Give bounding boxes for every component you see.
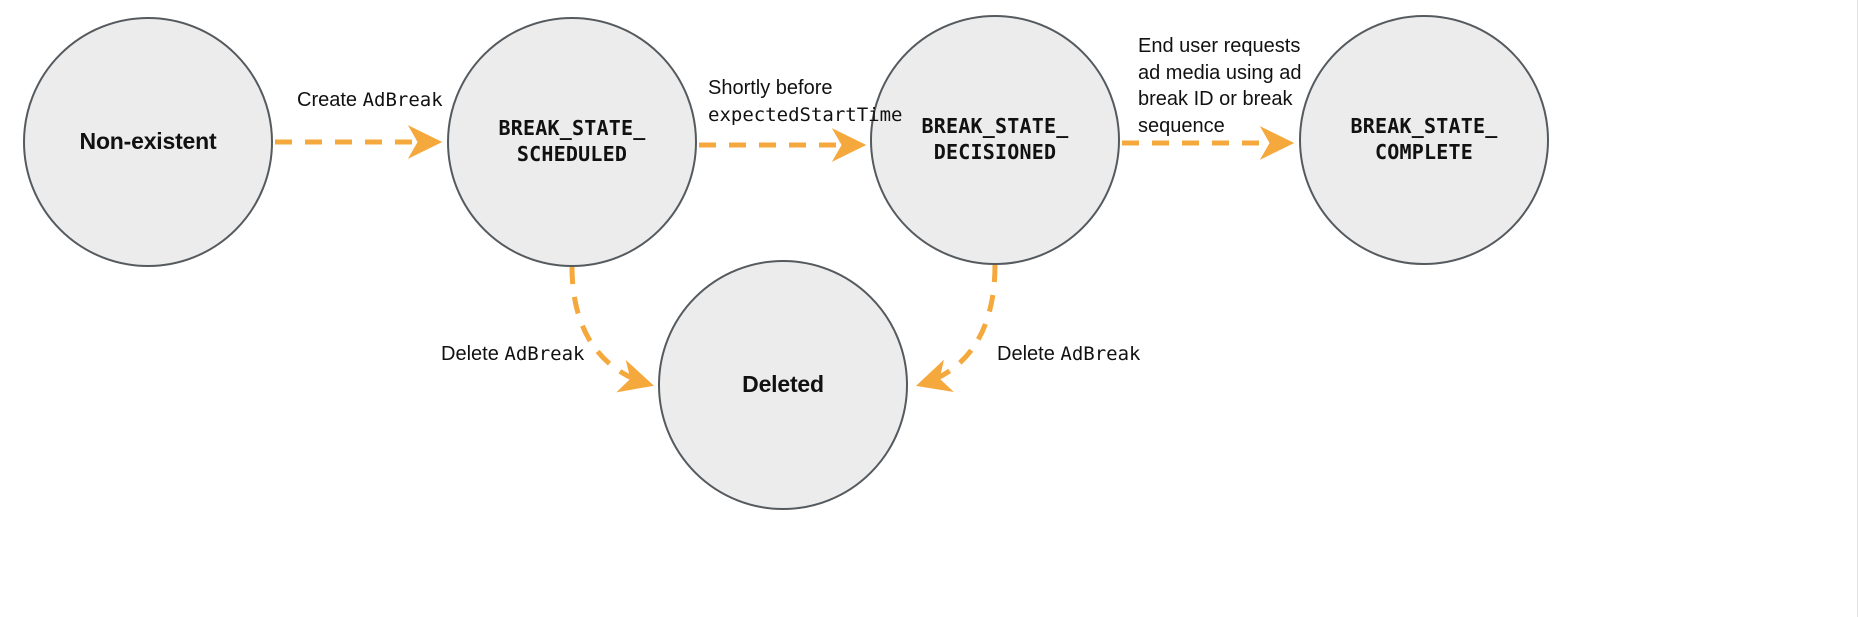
- edge-label-line-3: break ID or break: [1138, 88, 1293, 111]
- edge-label-text-sans: Delete: [997, 343, 1061, 365]
- edge-label-line-1: Shortly before: [708, 77, 833, 99]
- edge-label-text-sans: Delete: [441, 343, 505, 365]
- edge-label-line-4: sequence: [1138, 114, 1225, 137]
- state-node-label: Deleted: [742, 371, 824, 398]
- edge-label-create-adbreak: Create AdBreak: [297, 87, 443, 114]
- state-node-break-state-complete[interactable]: BREAK_STATE_ COMPLETE: [1299, 15, 1549, 265]
- edge-label-delete-from-decisioned: Delete AdBreak: [997, 341, 1140, 368]
- edge-label-delete-from-scheduled: Delete AdBreak: [441, 341, 584, 368]
- state-node-non-existent[interactable]: Non-existent: [23, 17, 273, 267]
- edge-label-line-1: End user requests: [1138, 35, 1301, 57]
- edge-label-text-sans: Create: [297, 89, 363, 111]
- edge-label-text-mono: AdBreak: [362, 89, 443, 111]
- edge-label-line-2: expectedStartTime: [708, 103, 903, 126]
- edge-label-shortly-before: Shortly before expectedStartTime: [708, 75, 902, 128]
- state-node-break-state-scheduled[interactable]: BREAK_STATE_ SCHEDULED: [447, 17, 697, 267]
- state-node-label: BREAK_STATE_ SCHEDULED: [498, 116, 646, 166]
- edge-label-text-mono: AdBreak: [1060, 343, 1141, 365]
- state-node-label: Non-existent: [79, 128, 217, 155]
- state-node-deleted[interactable]: Deleted: [658, 260, 908, 510]
- edge-delete-from-decisioned: [916, 264, 998, 392]
- state-node-label: BREAK_STATE_ DECISIONED: [921, 114, 1069, 164]
- edge-label-line-2: ad media using ad: [1138, 61, 1302, 84]
- edge-label-text-mono: AdBreak: [504, 343, 585, 365]
- state-node-label: BREAK_STATE_ COMPLETE: [1350, 114, 1498, 164]
- edge-delete-from-scheduled: [569, 266, 654, 393]
- state-node-break-state-decisioned[interactable]: BREAK_STATE_ DECISIONED: [870, 15, 1120, 265]
- edge-label-end-user-requests: End user requests ad media using ad break …: [1138, 33, 1301, 139]
